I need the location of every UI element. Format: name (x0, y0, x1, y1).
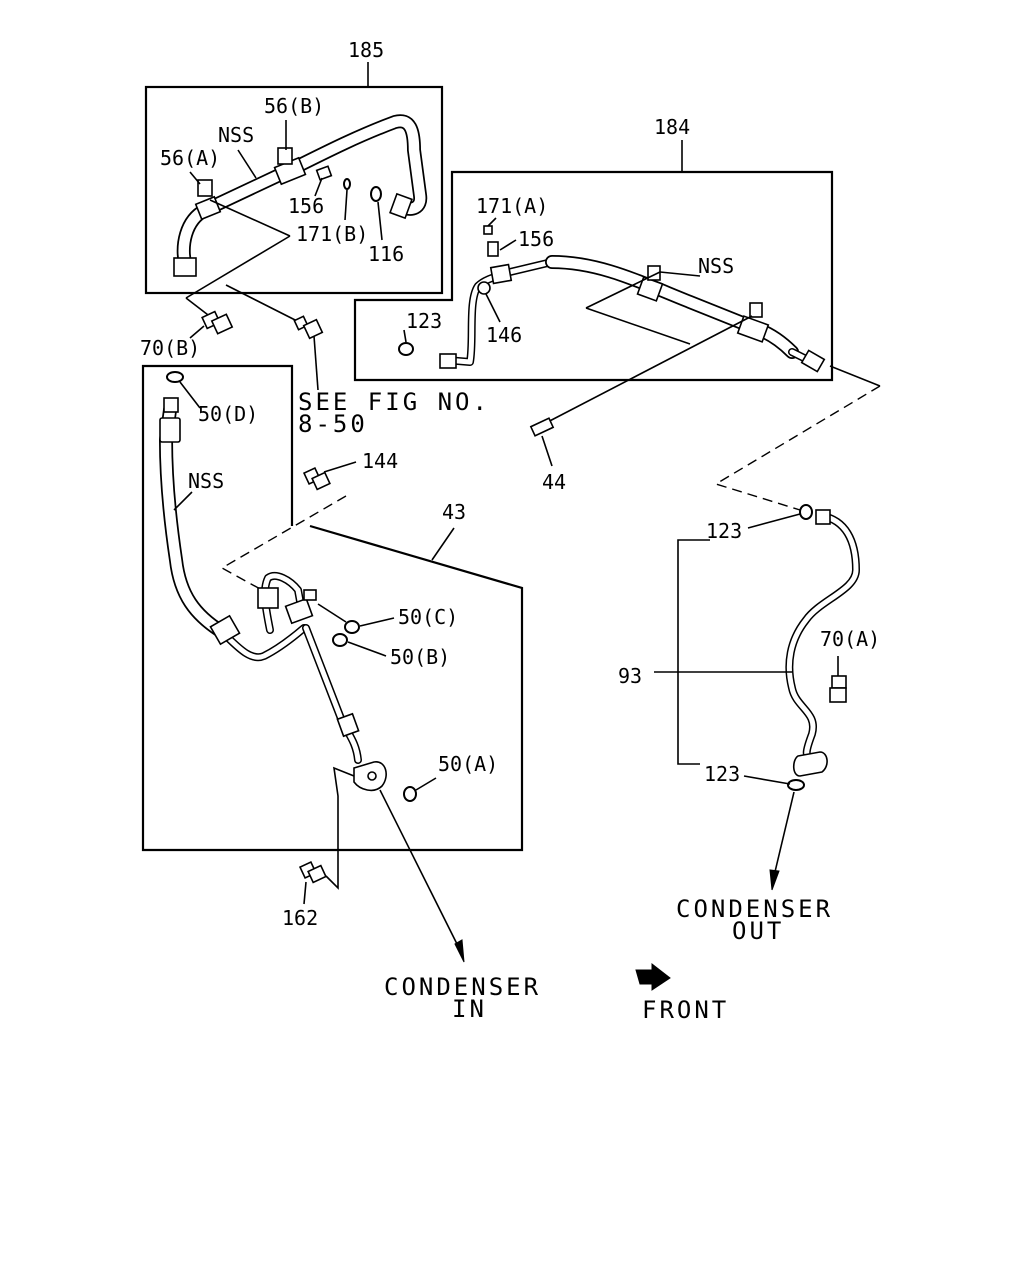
bolt-70b (189, 310, 234, 339)
oring-50d (166, 371, 184, 383)
group-184-frame (353, 170, 834, 382)
valve-156-b (487, 241, 499, 257)
bracket-56b (277, 147, 293, 165)
callout-123-c: 123 (704, 762, 740, 786)
condenser-out-line1: CONDENSER (676, 895, 833, 923)
oring-123-a (398, 342, 414, 356)
hose-185 (173, 114, 428, 277)
group-43-frame (141, 364, 524, 852)
front-label: FRONT (642, 996, 729, 1024)
arrow-condenser-in (379, 789, 465, 963)
arrow-condenser-out (769, 791, 795, 891)
group-93 (654, 504, 860, 791)
oring-123-c (787, 779, 805, 791)
callout-nss-43: NSS (188, 469, 224, 493)
bracket-56a (197, 179, 213, 197)
callout-50d: 50(D) (198, 402, 258, 426)
valve-156-a (315, 165, 333, 181)
callout-56b: 56(B) (264, 94, 324, 118)
callout-nss-185: NSS (218, 123, 254, 147)
callout-93: 93 (618, 664, 642, 688)
cap-171a (483, 225, 493, 235)
callout-156-b: 156 (518, 227, 554, 251)
callout-50a: 50(A) (438, 752, 498, 776)
oring-50b (332, 633, 348, 647)
see-fig-note-line2: 8-50 (298, 410, 368, 438)
connector-184-93 (714, 385, 881, 511)
callout-50c: 50(C) (398, 605, 458, 629)
callout-162: 162 (282, 906, 318, 930)
callout-144: 144 (362, 449, 398, 473)
front-arrow-icon (635, 962, 671, 991)
callout-171a: 171(A) (476, 194, 548, 218)
group-185 (144, 62, 444, 326)
bolt-see-fig (293, 315, 324, 391)
bolt-70a (829, 656, 847, 703)
oring-123-b (799, 504, 813, 520)
see-fig-note-line1: SEE FIG NO. (298, 388, 490, 416)
oring-171b (343, 178, 351, 190)
group-43 (141, 364, 524, 852)
callout-116: 116 (368, 242, 404, 266)
bolt-144 (302, 461, 357, 491)
callout-185: 185 (348, 38, 384, 62)
callout-50b: 50(B) (390, 645, 450, 669)
condenser-in-line1: CONDENSER (384, 973, 541, 1001)
group-43-leader (431, 527, 455, 561)
valve-44 (529, 417, 555, 467)
oring-50a (403, 786, 417, 802)
callout-70a: 70(A) (820, 627, 880, 651)
hose-184 (439, 255, 826, 373)
callout-44: 44 (542, 470, 566, 494)
callout-171b: 171(B) (296, 222, 368, 246)
bolt-162 (298, 766, 355, 905)
callout-70b: 70(B) (140, 336, 200, 360)
callout-56a: 56(A) (160, 146, 220, 170)
group-185-frame (144, 85, 444, 295)
hose-43 (159, 397, 308, 662)
bracket-184-b (749, 302, 763, 318)
group-184 (353, 140, 881, 427)
oring-116 (370, 186, 382, 202)
oring-50c (344, 620, 360, 634)
condenser-in-line2: IN (452, 995, 487, 1023)
manifold-43 (257, 571, 387, 792)
callout-123-b: 123 (706, 519, 742, 543)
callout-labels: 185 56(B) NSS 56(A) 156 171(B) 116 70(B)… (140, 38, 880, 1024)
callout-123-a: 123 (406, 309, 442, 333)
callout-nss-184: NSS (698, 254, 734, 278)
condenser-out-line2: OUT (732, 917, 784, 945)
callout-146: 146 (486, 323, 522, 347)
callout-156-a: 156 (288, 194, 324, 218)
callout-184: 184 (654, 115, 690, 139)
callout-43: 43 (442, 500, 466, 524)
